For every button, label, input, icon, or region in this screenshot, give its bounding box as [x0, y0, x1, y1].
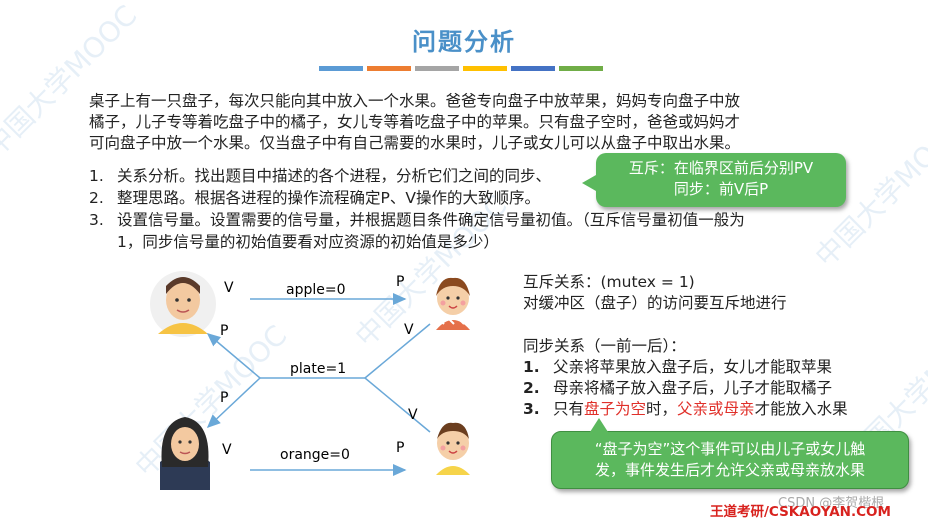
son-to-plate-line [364, 377, 431, 433]
sync-list: 1.父亲将苹果放入盘子后，女儿才能取苹果 2.母亲将橘子放入盘子后，儿子才能取橘… [523, 357, 848, 420]
color-bar [415, 66, 459, 71]
callout-line: 同步：前V后P [673, 180, 769, 198]
p-label: P [396, 440, 404, 456]
apple-label: apple=0 [286, 282, 346, 298]
step-item: 3.设置信号量。设置需要的信号量，并根据题目条件确定信号量初值。（互斥信号量初值… [89, 211, 745, 229]
color-bar [559, 66, 603, 71]
highlight-plate-empty: 盘子为空 [584, 400, 647, 418]
sync-item: 1.父亲将苹果放入盘子后，女儿才能取苹果 [523, 358, 833, 376]
problem-paragraph: 桌子上有一只盘子，每次只能向其中放入一个水果。爸爸专向盘子中放苹果，妈妈专向盘子… [89, 91, 829, 154]
daughter-to-plate-line [364, 323, 431, 379]
paragraph-line: 桌子上有一只盘子，每次只能向其中放入一个水果。爸爸专向盘子中放苹果，妈妈专向盘子… [89, 92, 741, 110]
sync-heading: 同步关系（一前一后）： [523, 337, 686, 355]
color-bar [367, 66, 411, 71]
process-diagram: V P apple=0 P V plate=1 P V V P orange=0 [150, 271, 431, 490]
p-label: P [220, 390, 228, 406]
mutex-heading: 互斥关系：(mutex = 1) [523, 273, 695, 291]
daughter-avatar [436, 277, 470, 330]
callout-plate-empty: “盘子为空”这个事件可以由儿子或女儿触 发，事件发生后才允许父亲或母亲放水果 [551, 418, 909, 489]
p-label: P [396, 274, 404, 290]
paragraph-line: 橘子，儿子专等着吃盘子中的橘子，女儿专等着吃盘子中的苹果。只有盘子空时，爸爸或妈… [89, 113, 741, 131]
mutex-relation: 互斥关系：(mutex = 1) 对缓冲区（盘子）的访问要互斥地进行 [523, 272, 787, 314]
steps-list: 1.关系分析。找出题目中描述的各个进程，分析它们之间的同步、 2.整理思路。根据… [89, 165, 849, 253]
sync-item: 3.只有盘子为空时，父亲或母亲才能放入水果 [523, 400, 848, 418]
plate-to-mother-arrow [206, 377, 261, 429]
son-avatar [436, 422, 470, 475]
color-bar [319, 66, 363, 71]
callout-line: 发，事件发生后才允许父亲或母亲放水果 [594, 461, 865, 479]
callout-line: “盘子为空”这个事件可以由儿子或女儿触 [594, 440, 866, 458]
step-item: 1.关系分析。找出题目中描述的各个进程，分析它们之间的同步、 [89, 167, 552, 185]
v-label: V [408, 407, 418, 423]
v-label: V [404, 322, 414, 338]
plate-label: plate=1 [290, 361, 346, 377]
v-label: V [222, 442, 232, 458]
orange-label: orange=0 [280, 447, 350, 463]
father-avatar [150, 271, 216, 337]
callout-line: 互斥：在临界区前后分别PV [628, 159, 814, 177]
v-label: V [224, 280, 234, 296]
footer-brand: 王道考研/CSKAOYAN.COM [710, 504, 891, 520]
title-underline-bars [319, 66, 603, 71]
color-bar [463, 66, 507, 71]
color-bar [511, 66, 555, 71]
plate-to-father-arrow [206, 333, 261, 379]
page-title: 问题分析 [412, 28, 516, 56]
p-label: P [220, 323, 228, 339]
step-item: 2.整理思路。根据各进程的操作流程确定P、V操作的大致顺序。 [89, 189, 540, 207]
sync-relation: 同步关系（一前一后）： 1.父亲将苹果放入盘子后，女儿才能取苹果 2.母亲将橘子… [523, 336, 848, 420]
sync-item: 2.母亲将橘子放入盘子后，儿子才能取橘子 [523, 379, 833, 397]
highlight-parent: 父亲或母亲 [677, 400, 755, 418]
paragraph-line: 可向盘子中放一个水果。仅当盘子中有自己需要的水果时，儿子或女儿可以从盘子中取出水… [89, 134, 741, 152]
mutex-description: 对缓冲区（盘子）的访问要互斥地进行 [523, 294, 787, 312]
callout-pv-rule: 互斥：在临界区前后分别PV 同步：前V后P [582, 153, 846, 207]
csdn-watermark: CSDN @李贺楷根 [778, 496, 885, 511]
mother-avatar [160, 417, 210, 490]
step-item-continuation: 1，同步信号量的初始值要看对应资源的初始值是多少） [117, 233, 499, 251]
